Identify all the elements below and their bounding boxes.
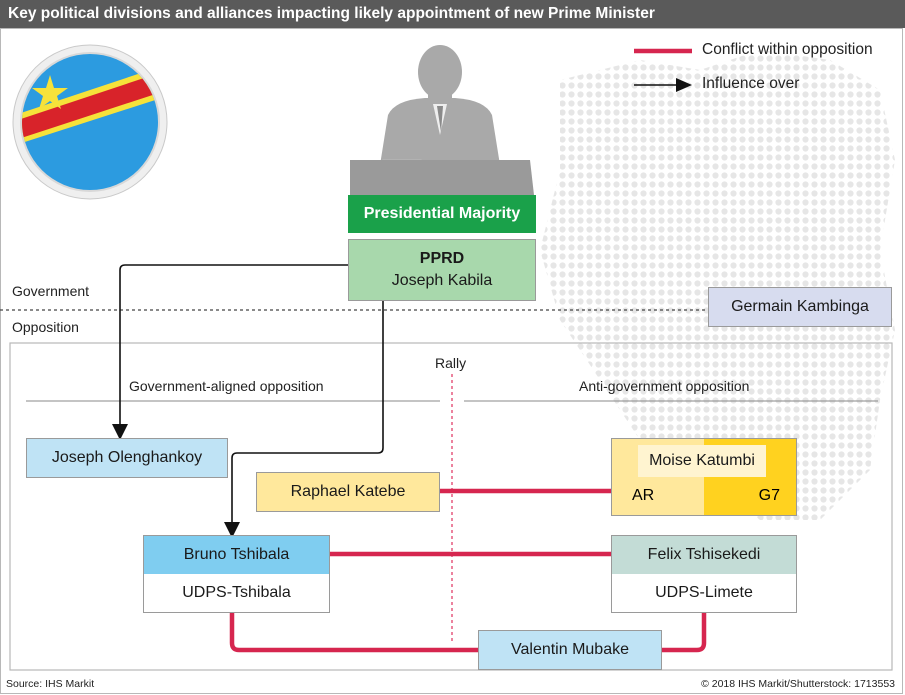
tshisekedi-label: Felix Tshisekedi [612,536,796,574]
legend-conflict-label: Conflict within opposition [702,41,873,58]
conflict-line-tshibala-mubake [229,613,478,653]
udps-limete-label: UDPS-Limete [655,584,753,601]
tshibala-label: Bruno Tshibala [144,536,329,574]
tshibala-box: Bruno Tshibala UDPS-Tshibala [143,535,330,613]
page-title: Key political divisions and alliances im… [0,0,905,28]
conflict-line-tshisekedi-mubake [662,613,707,653]
pprd-label: PPRD [419,250,465,267]
pprd-box: PPRD Joseph Kabila [348,239,536,301]
kabila-label: Joseph Kabila [391,272,493,289]
katumbi-label: Moise Katumbi [638,445,766,477]
opposition-container [9,342,893,671]
influence-arrow-olenghankoy [112,264,350,440]
mubake-box: Valentin Mubake [478,630,662,670]
credit-note: © 2018 IHS Markit/Shutterstock: 1713553 [701,678,895,690]
influence-arrow-tshibala [224,300,384,538]
map-silhouette [540,50,895,520]
katumbi-box: Moise Katumbi AR G7 [611,438,797,516]
legend-influence-label: Influence over [702,75,800,92]
outer-frame [0,28,903,694]
g7-label: G7 [758,487,780,504]
legend-arrow-icon [676,78,692,92]
olenghankoy-box: Joseph Olenghankoy [26,438,228,478]
opposition-label: Opposition [12,319,79,335]
katebe-box: Raphael Katebe [256,472,440,512]
rally-label: Rally [435,355,467,371]
gov-aligned-heading: Government-aligned opposition [129,378,324,394]
kambinga-box: Germain Kambinga [708,287,892,327]
ar-label: AR [632,487,655,504]
president-silhouette-icon [380,45,500,165]
source-note: Source: IHS Markit [6,678,95,690]
presidential-majority-header: Presidential Majority [348,195,536,233]
government-label: Government [12,283,90,299]
tshisekedi-box: Felix Tshisekedi UDPS-Limete [611,535,797,613]
anti-gov-heading: Anti-government opposition [579,378,750,394]
udps-tshibala-label: UDPS-Tshibala [182,584,291,601]
drc-flag-icon [12,44,168,200]
podium [350,160,534,195]
